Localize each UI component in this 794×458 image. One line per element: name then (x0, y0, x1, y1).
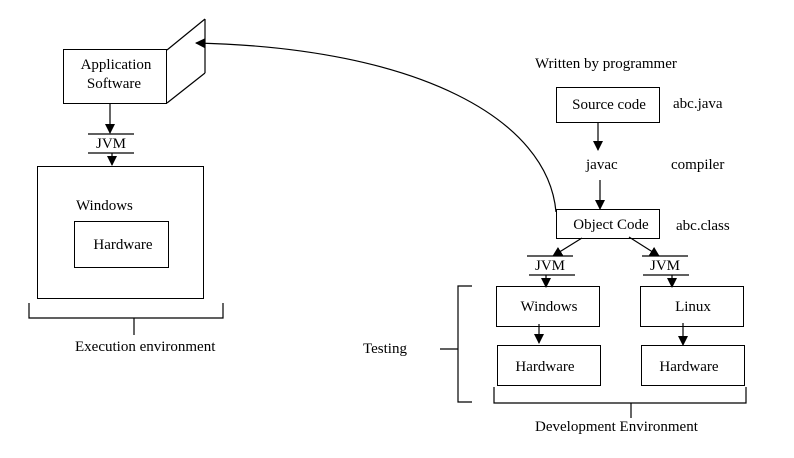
linux-label: Linux (675, 299, 711, 315)
right-jvm-label: JVM (650, 258, 681, 274)
execution-bracket (28, 303, 224, 319)
execution-windows-label: Windows (76, 198, 133, 214)
execution-jvm-label: JVM (96, 136, 127, 152)
object-file-label: abc.class (676, 218, 730, 234)
execution-environment-label: Execution environment (75, 339, 216, 355)
dev-windows-label: Windows (520, 299, 578, 315)
testing-label: Testing (363, 341, 407, 357)
deploy-curve-arrow (195, 38, 557, 213)
application-software-label-line1: Application (80, 57, 152, 73)
javac-label: javac (586, 157, 618, 173)
object-code-box: Object Code (556, 209, 660, 239)
dev-windows-hardware-box: Hardware (497, 345, 601, 386)
development-environment-label: Development Environment (535, 419, 698, 435)
written-by-programmer-label: Written by programmer (535, 56, 677, 72)
dev-windows-box: Windows (496, 286, 600, 327)
execution-hardware-box: Hardware (74, 221, 169, 268)
arrow-object-to-right-jvm (628, 236, 660, 257)
linux-box: Linux (640, 286, 744, 327)
execution-windows-box: Windows Hardware (37, 166, 204, 299)
linux-hardware-label: Hardware (659, 359, 719, 375)
object-code-label: Object Code (573, 217, 649, 233)
development-bracket (493, 387, 747, 404)
execution-hardware-label: Hardware (93, 237, 153, 253)
application-software-label-line2: Software (86, 76, 142, 92)
application-software-box: Application Software (63, 49, 167, 104)
panel-bottom-edge (166, 72, 206, 104)
linux-hardware-box: Hardware (641, 345, 745, 386)
source-code-box: Source code (556, 87, 660, 123)
source-file-label: abc.java (673, 96, 723, 112)
dev-windows-hardware-label: Hardware (515, 359, 575, 375)
testing-bracket (457, 285, 472, 403)
left-jvm-label: JVM (535, 258, 566, 274)
source-code-label: Source code (572, 97, 646, 113)
compiler-label: compiler (671, 157, 725, 173)
panel-top-edge (166, 18, 206, 51)
arrow-object-to-left-jvm (552, 237, 583, 257)
